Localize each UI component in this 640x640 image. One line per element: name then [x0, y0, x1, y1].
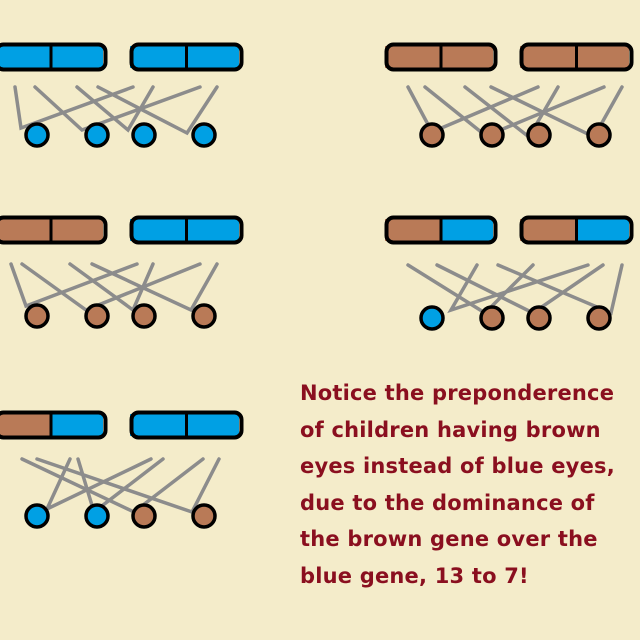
child-eye-brown [479, 305, 505, 331]
gene-blue-right [576, 219, 629, 241]
gene-brown-left [385, 46, 449, 68]
inheritance-lines [406, 263, 624, 316]
family-group [0, 42, 244, 148]
family-group [384, 42, 634, 148]
gene-link-line [496, 263, 624, 316]
gene-brown-left [0, 219, 59, 241]
gene-blue-right [51, 414, 103, 436]
child-eye-brown [479, 122, 505, 148]
parent-outline [0, 410, 108, 440]
child-eye-brown [526, 305, 552, 331]
gene-blue-right [186, 46, 239, 68]
inheritance-lines [20, 457, 221, 515]
child-eye-brown [586, 122, 612, 148]
gene-brown-right [576, 46, 629, 68]
child-eye-blue [84, 503, 110, 529]
parent-outline [129, 42, 244, 72]
child-eye-brown [526, 122, 552, 148]
child-eye-blue [419, 305, 445, 331]
note-line-1: Notice the preponderence [300, 381, 615, 405]
child-eye-blue [191, 122, 217, 148]
parent-chromosome-pair [384, 215, 498, 245]
parent-outline [129, 215, 244, 245]
parent-chromosome-pair [129, 410, 244, 440]
child-eye-brown [191, 503, 217, 529]
child-eye-blue [84, 122, 110, 148]
child-eye-brown [586, 305, 612, 331]
explanation-note: Notice the preponderence of children hav… [300, 375, 640, 594]
child-eye-brown [419, 122, 445, 148]
parent-chromosome-pair [0, 410, 108, 440]
parent-chromosome-pair [519, 42, 634, 72]
child-eye-brown [24, 303, 50, 329]
parent-outline [519, 215, 634, 245]
family-group [0, 410, 244, 529]
inheritance-lines [9, 262, 219, 313]
gene-blue-right [441, 219, 493, 241]
note-line-5: the brown gene over the [300, 527, 598, 551]
parent-outline [129, 410, 244, 440]
parent-outline [0, 215, 108, 245]
child-eye-brown [131, 303, 157, 329]
gene-brown-left [385, 219, 449, 241]
parent-chromosome-pair [519, 215, 634, 245]
parent-outline [384, 42, 498, 72]
gene-link-line [96, 85, 219, 136]
gene-link-line [33, 85, 202, 133]
note-line-6: blue gene, 13 to 7! [300, 563, 529, 588]
child-eye-blue [131, 122, 157, 148]
gene-link-line [90, 262, 219, 313]
gene-link-line [9, 262, 139, 309]
gene-brown-right [51, 219, 103, 241]
gene-brown-left [0, 414, 59, 436]
gene-brown-right [441, 46, 493, 68]
parent-outline [384, 215, 498, 245]
gene-blue-right [186, 414, 239, 436]
child-eye-blue [24, 122, 50, 148]
child-eye-blue [24, 503, 50, 529]
note-line-4: due to the dominance of [300, 490, 595, 515]
parent-outline [0, 42, 108, 72]
gene-blue-left [0, 46, 59, 68]
gene-blue-left [130, 46, 195, 68]
parent-chromosome-pair [384, 42, 498, 72]
parent-outline [519, 42, 634, 72]
child-eye-brown [84, 303, 110, 329]
child-eye-brown [131, 503, 157, 529]
note-line-3: eyes instead of blue eyes, [300, 454, 615, 478]
gene-brown-left [520, 219, 585, 241]
parent-chromosome-pair [129, 42, 244, 72]
note-line-2: of children having brown [300, 417, 601, 442]
parent-chromosome-pair [0, 215, 108, 245]
parent-chromosome-pair [129, 215, 244, 245]
family-group [0, 215, 244, 329]
gene-link-line [75, 85, 155, 133]
gene-blue-right [51, 46, 103, 68]
gene-blue-left [130, 219, 195, 241]
child-eye-brown [191, 303, 217, 329]
parent-chromosome-pair [0, 42, 108, 72]
gene-blue-right [186, 219, 239, 241]
inheritance-lines [13, 85, 219, 136]
gene-brown-left [520, 46, 585, 68]
gene-blue-left [130, 414, 195, 436]
family-group [384, 215, 634, 331]
